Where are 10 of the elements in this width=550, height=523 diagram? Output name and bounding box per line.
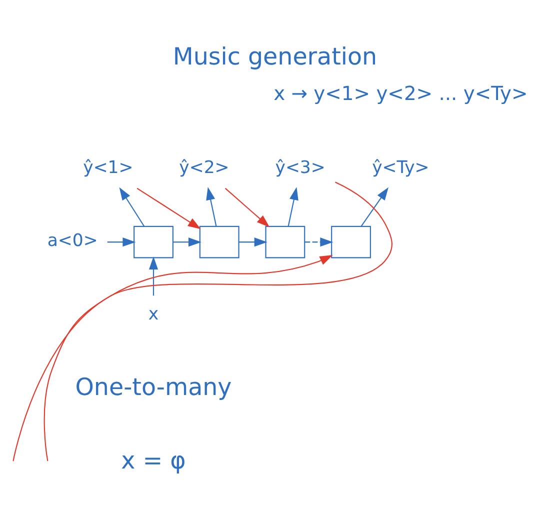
label: One-to-many bbox=[75, 372, 232, 401]
diagram-title: Music generation bbox=[172, 42, 378, 71]
node-text: ŷ<Ty> bbox=[372, 158, 430, 178]
label: x = φ bbox=[121, 446, 186, 474]
node-text: x bbox=[148, 304, 159, 325]
node-text: ŷ<2> bbox=[179, 158, 230, 178]
label: x → y<1> y<2> ... y<Ty> bbox=[274, 82, 528, 106]
node-text: ŷ<3> bbox=[275, 158, 326, 178]
node-text: a<0> bbox=[47, 231, 98, 252]
node-text: ŷ<1> bbox=[83, 158, 134, 178]
